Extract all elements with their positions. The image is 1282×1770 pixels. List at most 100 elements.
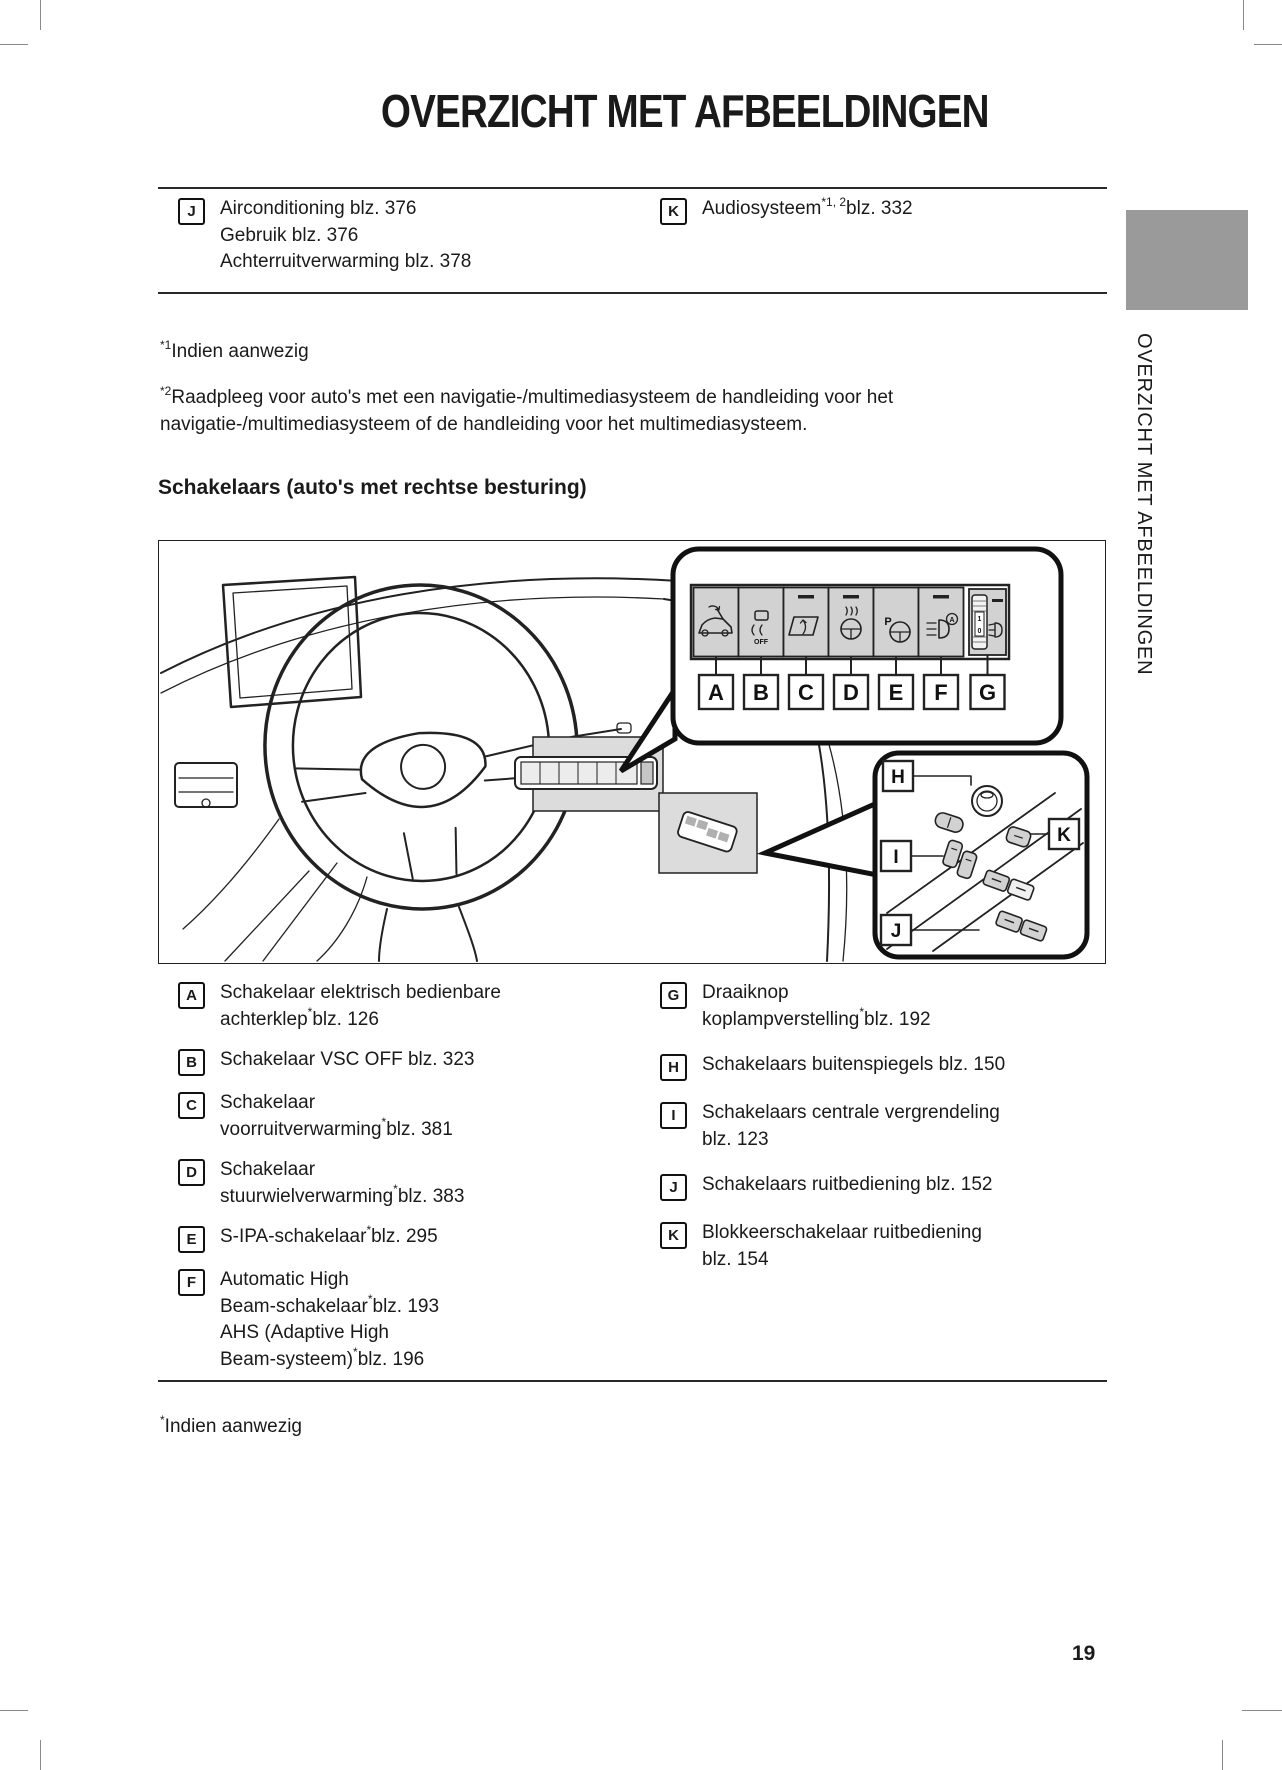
item-text: Schakelaars centrale vergrendeling blz. 1… [702, 1100, 1000, 1153]
item-text: S-IPA-schakelaar*blz. 295 [220, 1224, 438, 1251]
callout-letter: G [667, 987, 680, 1004]
page-title: OVERZICHT MET AFBEELDINGEN [381, 85, 990, 137]
item-text: Schakelaars buitenspiegels blz. 150 [702, 1052, 1005, 1079]
text-line: Beam-schakelaar*blz. 193 [220, 1292, 440, 1317]
legend-item: I Schakelaars centrale vergrendeling blz. … [660, 1100, 1105, 1153]
callout-label-box: K [660, 198, 687, 225]
svg-text:1: 1 [978, 616, 982, 623]
dashboard-line-art [160, 575, 848, 962]
chapter-tab [1126, 210, 1248, 310]
page-number: 19 [1072, 1642, 1096, 1665]
footnote-marker: *1 [160, 337, 172, 352]
legend-item: B Schakelaar VSC OFF blz. 323 [178, 1047, 648, 1076]
item-text: Schakelaar VSC OFF blz. 323 [220, 1047, 475, 1074]
text-line: Schakelaars buitenspiegels blz. 150 [702, 1054, 1006, 1075]
footnote-marker: *1, 2 [821, 194, 847, 209]
windshield-defroster-icon [788, 595, 819, 636]
callout-label-box: E [178, 1226, 205, 1253]
door-switch-panel-highlight [658, 792, 758, 874]
footnote-marker: * [859, 1005, 865, 1020]
text-line: S-IPA-schakelaar*blz. 295 [220, 1222, 438, 1247]
svg-text:D: D [843, 680, 859, 705]
crop-mark [1243, 0, 1244, 30]
legend-item: E S-IPA-schakelaar*blz. 295 [178, 1224, 648, 1253]
footnote: *2Raadpleeg voor auto's met een navigati… [160, 384, 1100, 438]
callout-letter: J [669, 1179, 678, 1196]
callout-label-box: J [660, 1174, 687, 1201]
crop-mark [1222, 1740, 1223, 1770]
callout-label-box: J [178, 198, 205, 225]
svg-text:A: A [708, 680, 724, 705]
callout-letter: A [186, 987, 197, 1004]
callout-letter: H [668, 1059, 679, 1076]
footnote-marker: *2 [160, 383, 172, 398]
steering-wheel-heater-icon [840, 595, 862, 640]
headlight-leveling-dial-icon: 1 0 [971, 594, 1003, 650]
auto-high-beam-icon: A [926, 595, 959, 639]
callout-pointer [756, 799, 880, 879]
text-line: Schakelaar VSC OFF blz. 323 [220, 1049, 475, 1070]
svg-text:P: P [884, 616, 891, 628]
bottom-footnote: *Indien aanwezig [160, 1412, 302, 1438]
text-line: Schakelaars centrale vergrendeling [702, 1102, 1000, 1123]
item-text: Schakelaars ruitbediening blz. 152 [702, 1172, 992, 1199]
footnote-marker: * [367, 1292, 373, 1307]
text-line: Beam-systeem)*blz. 196 [220, 1345, 425, 1370]
parking-assist-icon: P [884, 616, 911, 643]
svg-text:E: E [889, 680, 904, 705]
text-line: Schakelaar [220, 1092, 316, 1113]
svg-text:C: C [798, 680, 814, 705]
item-text: Audiosysteem*1, 2blz. 332 [702, 196, 913, 223]
svg-text:OFF: OFF [754, 639, 769, 646]
svg-text:K: K [1057, 825, 1071, 846]
legend-item: H Schakelaars buitenspiegels blz. 150 [660, 1052, 1105, 1081]
text-line: Airconditioning blz. 376 [220, 198, 417, 219]
callout-label-box: K [660, 1222, 687, 1249]
text-line: Schakelaar [220, 1159, 316, 1180]
svg-text:F: F [934, 680, 947, 705]
svg-text:A: A [949, 617, 954, 624]
mirror-select-switch [934, 812, 964, 833]
legend-item: J Schakelaars ruitbediening blz. 152 [660, 1172, 1105, 1201]
door-panel-callout: H I K J [872, 750, 1090, 960]
central-lock-switches [942, 839, 978, 880]
text-line: blz. 123 [702, 1128, 769, 1150]
callout-letter: F [186, 1274, 197, 1291]
crop-mark [1242, 1710, 1282, 1711]
callout-letter: K [668, 203, 679, 220]
crop-mark [0, 1710, 28, 1711]
callout-label-box: I [660, 1102, 687, 1129]
svg-text:I: I [893, 847, 898, 868]
callout-letter: B [186, 1054, 197, 1071]
footnote-marker: * [160, 1412, 165, 1427]
footnote: *1Indien aanwezig [160, 338, 1100, 365]
divider [158, 1380, 1107, 1382]
vsc-off-icon: OFF [751, 610, 769, 646]
window-switches [982, 869, 1048, 942]
footnote-marker: * [353, 1345, 358, 1360]
text-line: voorruitverwarming*blz. 381 [220, 1115, 453, 1140]
text-line: AHS (Adaptive High [220, 1322, 389, 1343]
mirror-adjust-knob [971, 785, 1003, 817]
text-line: Draaiknop [702, 982, 789, 1003]
footnote-line: *2Raadpleeg voor auto's met een navigati… [160, 383, 894, 408]
callout-letter: D [186, 1164, 197, 1181]
callout-label-box: H [660, 1054, 687, 1081]
footnote-text: Indien aanwezig [164, 1416, 302, 1437]
text-line: achterklep*blz. 126 [220, 1005, 379, 1030]
svg-text:H: H [891, 767, 905, 788]
steering-wheel [263, 583, 579, 911]
switches-figure: OFF P [158, 540, 1106, 964]
